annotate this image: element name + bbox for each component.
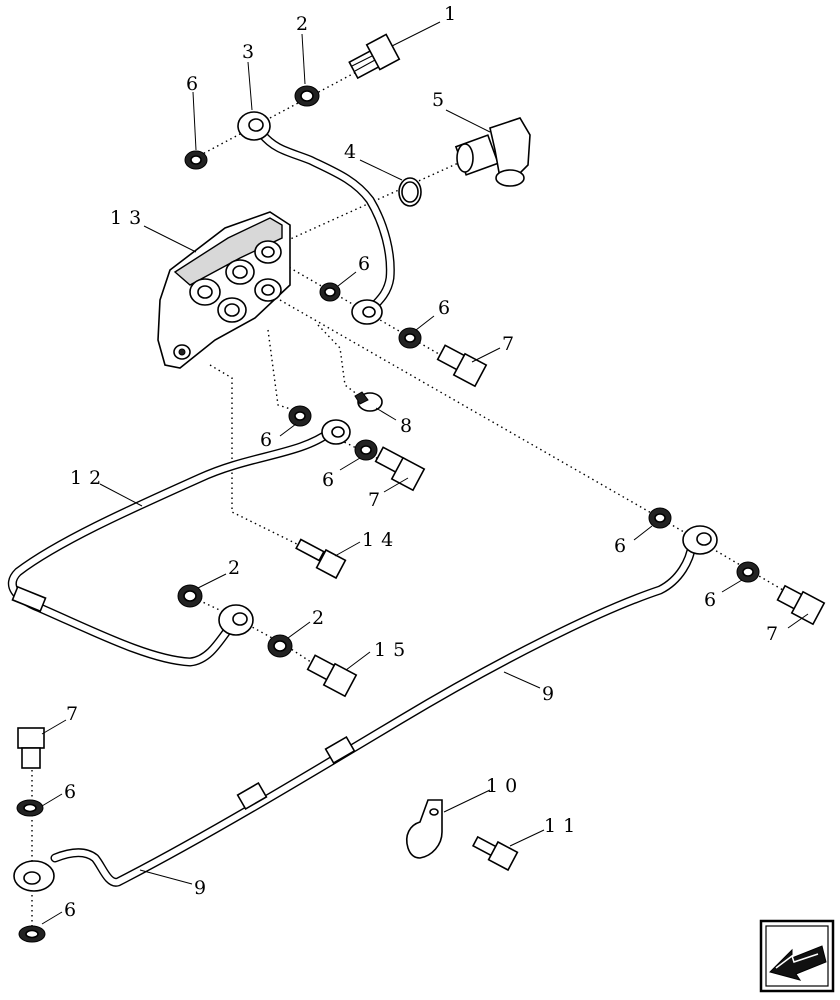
callout-6-block-right: 6 <box>358 253 371 275</box>
callout-1: 1 <box>444 3 457 25</box>
callout-9-lower: 9 <box>194 877 207 899</box>
elbow-fitting-5 <box>454 117 531 187</box>
leader-lines <box>41 21 809 925</box>
bolt-11 <box>471 835 519 872</box>
callout-8: 8 <box>400 415 413 437</box>
hollow-bolt-15 <box>306 654 358 698</box>
banjo-eye-9a <box>682 525 718 555</box>
callout-11: 1 1 <box>544 815 576 837</box>
callout-6-mid: 6 <box>322 469 335 491</box>
callouts: 1 2 3 6 5 4 1 3 6 6 7 8 6 6 7 1 2 1 4 6 … <box>64 3 779 921</box>
hollow-bolt-7d <box>17 727 45 769</box>
callout-5: 5 <box>432 89 445 111</box>
banjo-eye-3a <box>237 111 271 141</box>
hollow-bolt-7a <box>436 344 488 388</box>
bolt-14 <box>295 538 347 580</box>
callout-4: 4 <box>344 141 357 163</box>
callout-12: 1 2 <box>70 467 102 489</box>
callout-7-left: 7 <box>66 703 79 725</box>
plug-8 <box>354 391 383 412</box>
callout-15: 1 5 <box>374 639 406 661</box>
callout-6-left: 6 <box>64 781 77 803</box>
assembly-lines <box>31 61 801 935</box>
callout-7-mid: 7 <box>368 489 381 511</box>
banjo-eye-3b <box>351 299 383 325</box>
tube-3 <box>237 111 395 325</box>
callout-2-lower: 2 <box>312 607 325 629</box>
hollow-bolt-7b <box>374 446 426 492</box>
arrow-previous-icon[interactable] <box>759 919 835 993</box>
callout-13: 1 3 <box>110 207 142 229</box>
banjo-eye-12a <box>321 419 351 445</box>
callout-3: 3 <box>242 41 255 63</box>
callout-6-far-right: 6 <box>704 589 717 611</box>
clip-10 <box>405 799 443 859</box>
tube-9 <box>13 525 718 892</box>
hollow-bolt-7c <box>776 584 826 626</box>
callout-7-upper: 7 <box>502 333 515 355</box>
banjo-eye-12b <box>218 604 254 636</box>
hollow-bolt-1 <box>348 33 401 80</box>
sealing-washers <box>16 85 760 943</box>
banjo-eye-9b <box>13 860 55 892</box>
callout-10: 1 0 <box>486 775 518 797</box>
callout-6-right: 6 <box>614 535 627 557</box>
callout-6-top: 6 <box>186 73 199 95</box>
valve-block-13 <box>157 211 291 369</box>
callout-6-mid-left: 6 <box>260 429 273 451</box>
callout-14: 1 4 <box>362 529 394 551</box>
callout-7-right: 7 <box>766 623 779 645</box>
callout-9-upper: 9 <box>542 683 555 705</box>
callout-6-bottom: 6 <box>64 899 77 921</box>
callout-2-left: 2 <box>228 557 241 579</box>
callout-2-top: 2 <box>296 13 309 35</box>
tube-12 <box>7 419 351 667</box>
callout-6-upper-right: 6 <box>438 297 451 319</box>
